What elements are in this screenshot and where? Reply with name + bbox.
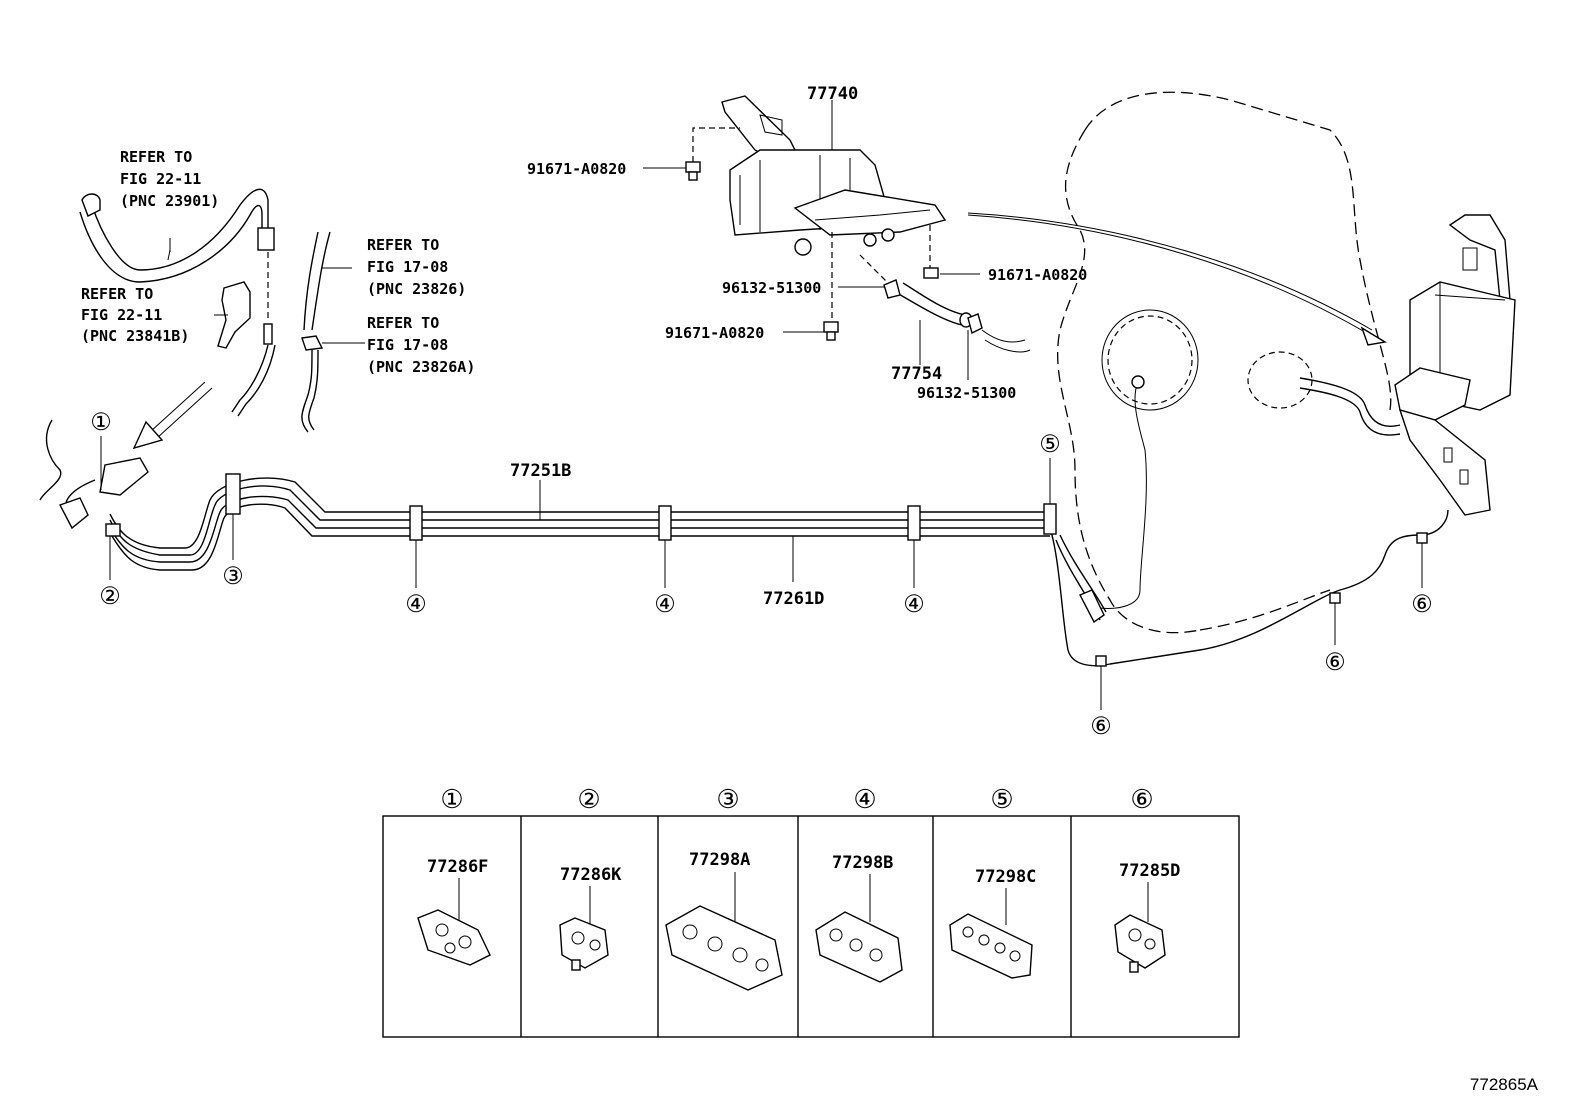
callout-4b: ④ bbox=[654, 591, 676, 618]
callout-6a: ⑥ bbox=[1090, 713, 1112, 740]
callout-4a: ④ bbox=[405, 591, 427, 618]
clamp-legend-table: ① ② ③ ④ ⑤ ⑥ 77286F 77286K 77298A 77298B … bbox=[382, 784, 1240, 1038]
ref1-line3: (PNC 23901) bbox=[120, 192, 219, 210]
bolt-left bbox=[685, 161, 701, 181]
legend-num-2: ② bbox=[577, 784, 600, 814]
callout-3: ③ bbox=[222, 563, 244, 590]
legend-num-1: ① bbox=[440, 784, 463, 814]
legend-part-6: 77285D bbox=[1119, 861, 1180, 881]
left-upper-hoses bbox=[79, 188, 365, 433]
clamp-5 bbox=[1043, 503, 1057, 535]
legend-part-3: 77298A bbox=[689, 850, 750, 870]
ref3-line3: (PNC 23826) bbox=[367, 280, 466, 298]
clamp-icon-77298C bbox=[949, 913, 1033, 979]
bolt-right bbox=[923, 267, 939, 279]
legend-part-1: 77286F bbox=[427, 857, 488, 877]
label-91671-right: 91671-A0820 bbox=[988, 266, 1087, 284]
label-77261D: 77261D bbox=[763, 589, 824, 609]
tank-port-right bbox=[1247, 351, 1313, 409]
legend-part-5: 77298C bbox=[975, 867, 1036, 887]
ref2-line2: FIG 22-11 bbox=[81, 306, 162, 324]
reference-ref3: REFER TO FIG 17-08 (PNC 23826) bbox=[367, 236, 466, 298]
tank-port-left bbox=[1101, 309, 1199, 411]
callout-6c: ⑥ bbox=[1411, 591, 1433, 618]
clamp-6c bbox=[1416, 532, 1428, 544]
clamp-icon-77298B bbox=[815, 911, 903, 983]
callout-1: ① bbox=[90, 409, 112, 436]
reference-ref4: REFER TO FIG 17-08 (PNC 23826A) bbox=[367, 314, 475, 376]
callout-numbers: ① ② ③ ④ ④ ④ ⑤ ⑥ ⑥ ⑥ bbox=[90, 409, 1433, 740]
part-labels: 77740 91671-A0820 91671-A0820 96132-5130… bbox=[510, 84, 1087, 609]
clamp-4b bbox=[658, 505, 672, 541]
reference-ref2: REFER TO FIG 22-11 (PNC 23841B) bbox=[81, 285, 189, 345]
reference-ref1: REFER TO FIG 22-11 (PNC 23901) bbox=[120, 148, 219, 210]
label-96132-lower: 96132-51300 bbox=[917, 384, 1016, 402]
callout-6b: ⑥ bbox=[1324, 649, 1346, 676]
legend-num-3: ③ bbox=[716, 784, 739, 814]
ref1-line2: FIG 22-11 bbox=[120, 170, 201, 188]
ref1-line1: REFER TO bbox=[120, 148, 192, 166]
ref2-line3: (PNC 23841B) bbox=[81, 327, 189, 345]
ref4-line1: REFER TO bbox=[367, 314, 439, 332]
clamp-4c bbox=[907, 505, 921, 541]
view-arrow-left bbox=[132, 381, 213, 450]
figure-id: 772865A bbox=[1470, 1075, 1539, 1094]
legend-part-2: 77286K bbox=[560, 865, 622, 885]
clamp-4a bbox=[409, 505, 423, 541]
callout-2: ② bbox=[99, 583, 121, 610]
view-arrow-right bbox=[967, 212, 1387, 346]
ref2-line1: REFER TO bbox=[81, 285, 153, 303]
canister-side-view bbox=[1299, 214, 1516, 516]
clamp-icon-77285D bbox=[1114, 914, 1166, 973]
ref3-line2: FIG 17-08 bbox=[367, 258, 448, 276]
canister-leaders bbox=[643, 100, 980, 380]
ref4-line2: FIG 17-08 bbox=[367, 336, 448, 354]
label-96132-upper: 96132-51300 bbox=[722, 279, 821, 297]
clamp-6b bbox=[1329, 592, 1341, 604]
clamp-6a bbox=[1095, 655, 1107, 667]
ref3-line1: REFER TO bbox=[367, 236, 439, 254]
legend-num-5: ⑤ bbox=[990, 784, 1013, 814]
label-77740: 77740 bbox=[807, 84, 858, 104]
callout-4c: ④ bbox=[903, 591, 925, 618]
ref4-line3: (PNC 23826A) bbox=[367, 358, 475, 376]
callout-leaders bbox=[100, 436, 1423, 710]
fuel-tube-assembly bbox=[39, 419, 1449, 667]
legend-part-4: 77298B bbox=[832, 853, 893, 873]
label-77251B: 77251B bbox=[510, 461, 571, 481]
hose-77754 bbox=[883, 279, 1031, 353]
charcoal-canister-77740 bbox=[692, 95, 947, 320]
legend-num-6: ⑥ bbox=[1130, 784, 1153, 814]
clamp-3 bbox=[225, 473, 241, 515]
bolt-lower bbox=[823, 321, 839, 341]
clamp-icon-77286F bbox=[417, 909, 491, 966]
label-91671-lower: 91671-A0820 bbox=[665, 324, 764, 342]
fuel-tank-outline bbox=[1057, 91, 1392, 634]
label-77754: 77754 bbox=[891, 364, 942, 384]
clamp-2 bbox=[105, 523, 121, 537]
legend-frame bbox=[382, 815, 1240, 1038]
clamp-icon-77286K bbox=[559, 917, 609, 971]
legend-num-4: ④ bbox=[853, 784, 876, 814]
callout-5: ⑤ bbox=[1039, 431, 1061, 458]
clamp-icon-77298A bbox=[665, 905, 783, 991]
label-91671-left: 91671-A0820 bbox=[527, 160, 626, 178]
